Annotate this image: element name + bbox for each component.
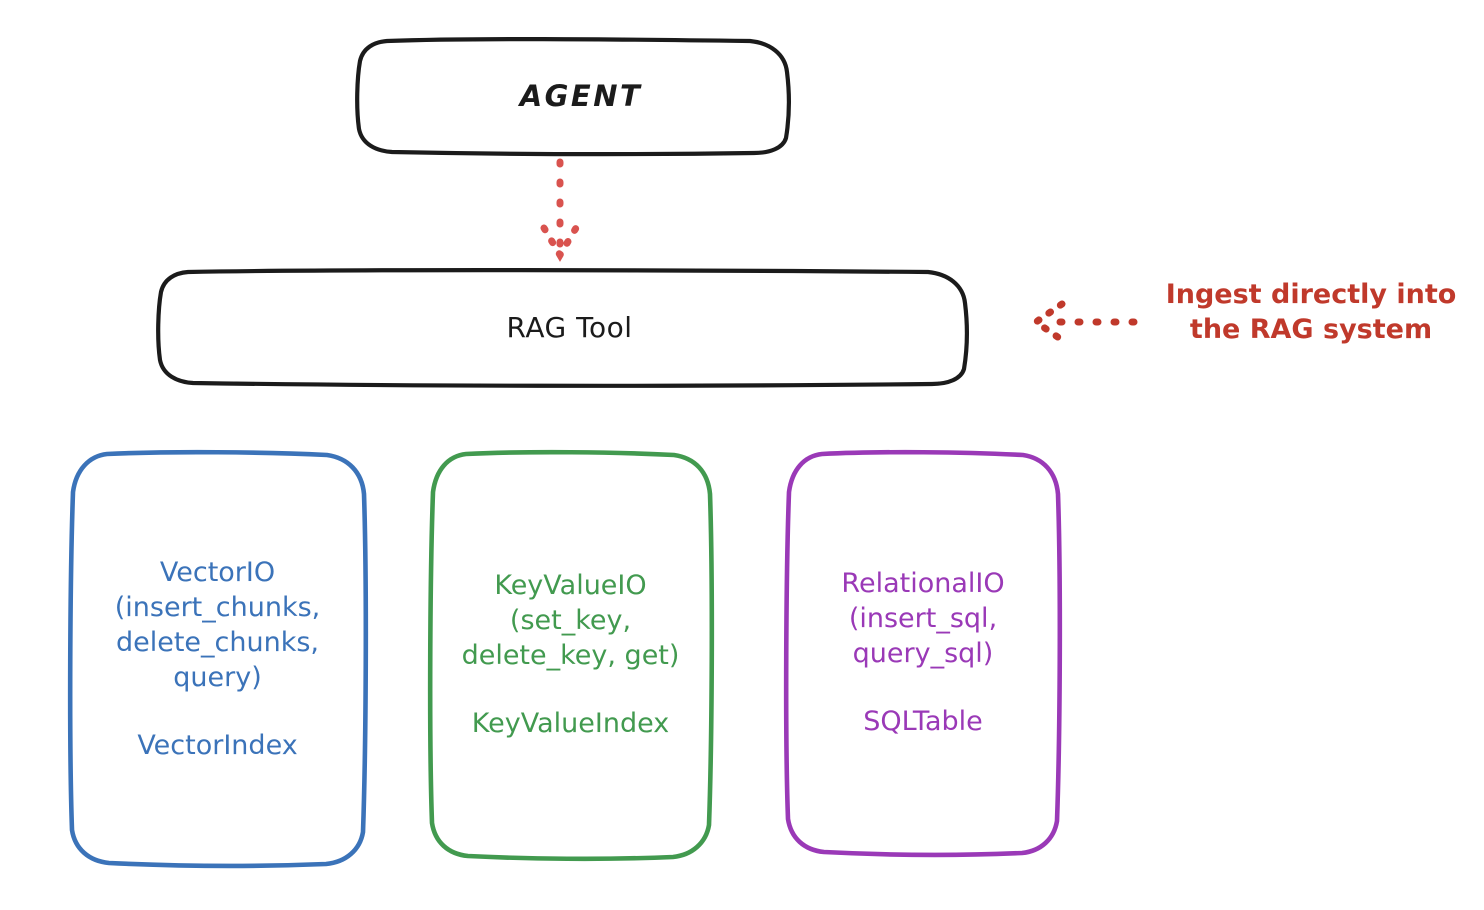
node-vector-io[interactable]: VectorIO (insert_chunks, delete_chunks, …: [67, 449, 369, 869]
relational-io-index-label: SQLTable: [863, 706, 983, 738]
node-agent[interactable]: AGENT: [355, 37, 806, 157]
vector-io-api-label: VectorIO (insert_chunks, delete_chunks, …: [114, 556, 321, 693]
agent-label: AGENT: [519, 78, 643, 113]
connector-agent-to-rag-arrowhead: [540, 224, 580, 262]
connector-ingest-arrowhead: [1029, 300, 1066, 344]
node-rag-tool[interactable]: RAG Tool: [156, 268, 983, 388]
rag-tool-label: RAG Tool: [506, 310, 633, 344]
annotation-ingest: Ingest directly into the RAG system: [1165, 279, 1457, 345]
vector-io-index-label: VectorIndex: [137, 729, 298, 761]
connector-ingest-to-rag-tool: [1029, 300, 1138, 344]
relational-io-api-label: RelationalIO (insert_sql, query_sql): [841, 568, 1005, 670]
node-key-value-io[interactable]: KeyValueIO (set_key, delete_key, get) Ke…: [427, 449, 715, 862]
key-value-io-api-label: KeyValueIO (set_key, delete_key, get): [461, 570, 680, 672]
connector-agent-to-rag-tool: [540, 158, 580, 262]
key-value-io-index-label: KeyValueIndex: [471, 708, 670, 740]
node-relational-io[interactable]: RelationalIO (insert_sql, query_sql) SQL…: [783, 449, 1063, 858]
